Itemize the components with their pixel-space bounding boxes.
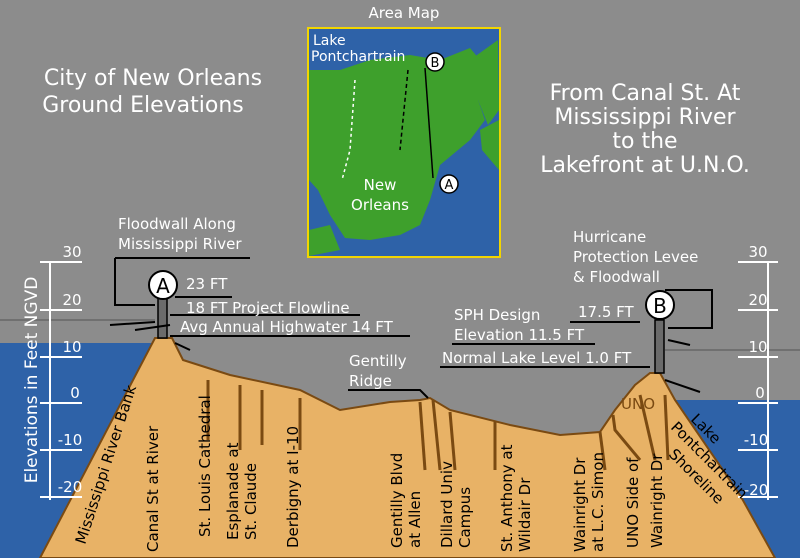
wall-top-a-label: 23 FT [186,275,228,293]
area-map [307,27,501,258]
location-lines [206,380,670,471]
marker-b-letter: B [653,294,667,318]
right-scale [738,261,778,500]
map-lake-label-2: Pontchartrain [311,49,405,65]
map-land-southeast [480,120,499,170]
left-scale [40,261,82,500]
title-line-2: Ground Elevations [42,93,244,118]
location-derbigny: Derbigny at I-10 [284,426,302,548]
left-tick-30: 30 [62,243,81,261]
uno-label: UNO [621,395,655,413]
ground-profile [38,337,777,558]
sph-label-2: Elevation 11.5 FT [454,326,585,344]
subtitle-line-3: to the [612,129,677,154]
right-tick-0: 0 [755,384,765,402]
location-dillard-1: Dillard Univ [438,461,456,548]
left-tick-10: 10 [62,338,81,356]
gentilly-label-1: Gentilly [349,352,407,370]
map-marker-b: B [431,56,440,71]
location-wainright-2: at L.C. Simon [589,452,607,552]
levee-label-3: & Floodwall [573,268,660,286]
right-tick-minus20: -20 [744,481,769,499]
left-tick-minus20: -20 [58,478,83,496]
reference-lines [0,257,800,399]
right-scale-ticks: 30 20 10 0 -10 -20 [744,243,769,499]
location-st-louis-cathedral: St. Louis Cathedral [196,395,214,537]
map-land-southwest [309,225,340,256]
area-map-heading: Area Map [369,4,440,22]
right-tick-minus10: -10 [744,431,769,449]
marker-a-circle [148,270,178,300]
left-tick-minus10: -10 [58,431,83,449]
gentilly-label-2: Ridge [349,372,392,390]
wall-top-b-label: 17.5 FT [578,303,635,321]
levee-label-2: Protection Levee [573,248,698,266]
marker-b-circle [645,290,675,320]
marker-a-letter: A [156,274,170,298]
right-tick-20: 20 [748,291,767,309]
left-tick-20: 20 [62,291,81,309]
map-city-label-1: New [364,176,397,194]
location-canal-st: Canal St at River [144,425,162,552]
levee-label-1: Hurricane [573,228,646,246]
location-esplanade-1: Esplanade at [224,442,242,540]
right-tick-30: 30 [748,243,767,261]
floodwall-label-2: Mississippi River [118,235,242,253]
map-city-label-2: Orleans [351,196,409,214]
map-lake-label-1: Lake [313,33,346,49]
location-st-anthony-1: St. Anthony at [498,444,516,552]
location-wainright-1: Wainright Dr [571,457,589,552]
flowline-label: 18 FT Project Flowline [186,299,350,317]
y-axis-label: Elevations in Feet NGVD [22,277,42,484]
subtitle-line-2: Mississippi River [554,105,736,130]
subtitle-line-1: From Canal St. At [550,81,741,106]
location-st-anthony-2: Wildair Dr [516,477,534,552]
map-marker-a: A [445,178,454,193]
location-dillard-2: Campus [456,487,474,548]
right-tick-10: 10 [748,338,767,356]
map-land-east [470,40,499,125]
floodwall-b [654,319,665,374]
location-gentilly-blvd-2: at Allen [406,491,424,548]
map-land-mainland [309,48,485,240]
location-uno-side-2: Wainright Dr [648,453,666,548]
subtitle-line-4: Lakefront at U.N.O. [540,153,750,178]
left-tick-0: 0 [70,384,80,402]
location-uno-side-1: UNO Side of [624,457,642,548]
lake-level-label: Normal Lake Level 1.0 FT [442,349,632,367]
left-scale-ticks: 30 20 10 0 -10 -20 [58,243,83,496]
location-esplanade-2: St. Claude [242,463,260,540]
location-gentilly-blvd-1: Gentilly Blvd [388,453,406,548]
floodwall-label-1: Floodwall Along [118,215,236,233]
sph-label-1: SPH Design [454,306,540,324]
highwater-label: Avg Annual Highwater 14 FT [180,318,394,336]
title-line-1: City of New Orleans [44,66,262,91]
